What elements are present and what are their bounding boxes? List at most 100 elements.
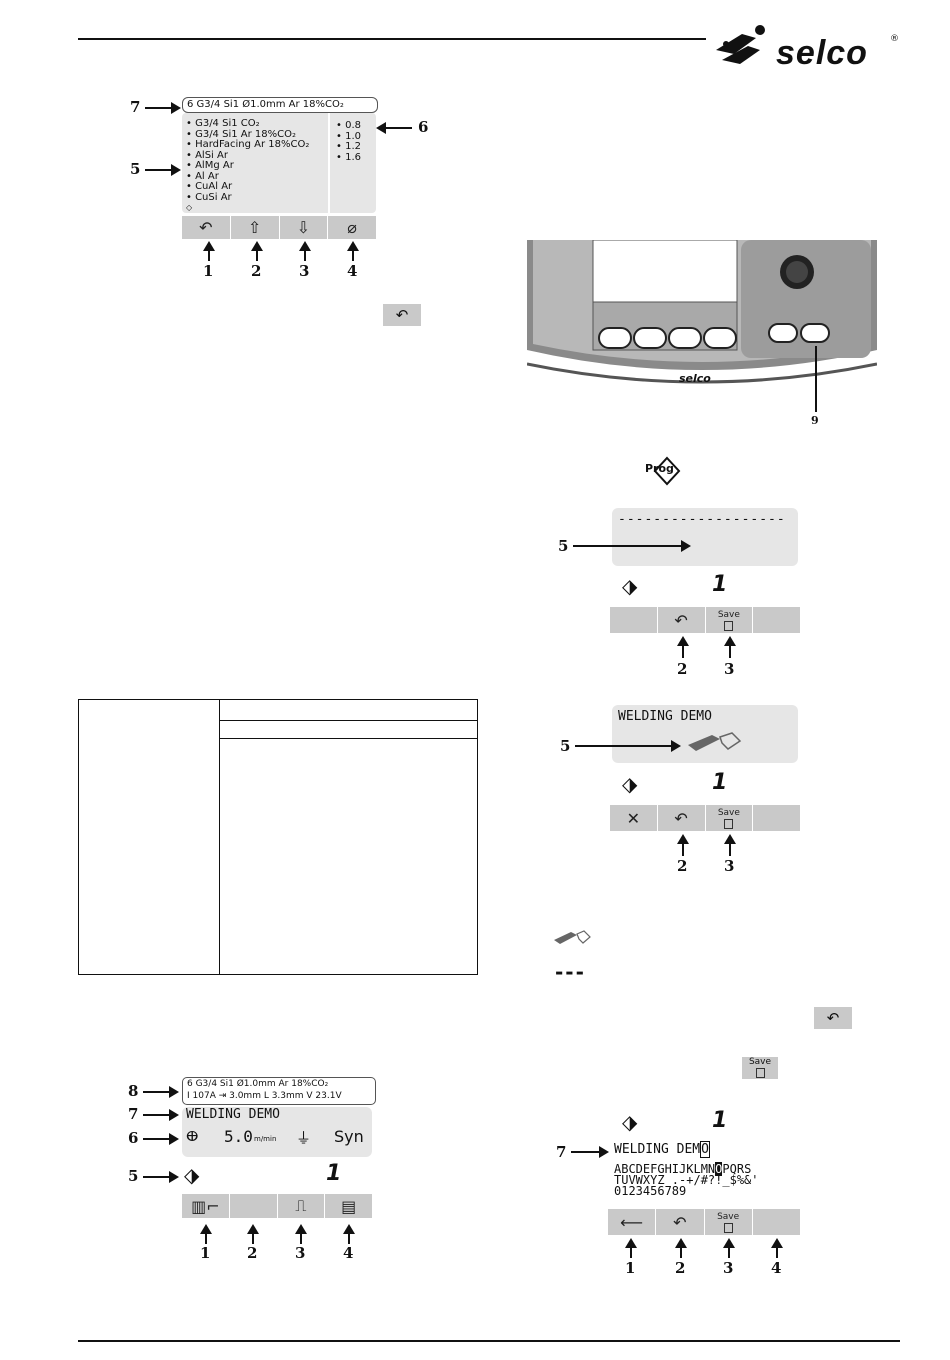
floppy-icon — [755, 1068, 765, 1078]
job-name: WELDING DEMO — [618, 709, 712, 724]
diameter-item[interactable]: • 0.8 — [336, 120, 361, 131]
inline-back-icon: ↶ — [383, 304, 421, 326]
key-4-arrow — [347, 241, 359, 261]
diameter-item[interactable]: • 1.6 — [336, 151, 361, 163]
brand-name: selco — [776, 34, 868, 72]
backspace-icon[interactable]: ⟵ — [608, 1209, 657, 1235]
list-item[interactable]: • CuAl Ar — [186, 181, 233, 192]
memory-chip-icon — [686, 729, 742, 753]
key-number-4: 4 — [771, 1259, 782, 1277]
back-icon[interactable]: ↶ — [656, 1209, 705, 1235]
list-item[interactable]: • Al Ar — [186, 170, 219, 182]
table-column-divider — [219, 700, 220, 974]
inline-back-icon: ↶ — [814, 1007, 852, 1029]
program-icon: ⬗ — [622, 1110, 638, 1134]
name-entry[interactable]: WELDING DEMO — [614, 1141, 710, 1158]
floppy-icon — [724, 818, 734, 829]
lcd-list-panel — [182, 113, 376, 213]
key-number-3: 3 — [724, 857, 735, 875]
back-icon[interactable]: ↶ — [658, 607, 706, 633]
charset-row-2[interactable]: TUVWXYZ .-+/#?!_$%&' — [614, 1173, 759, 1187]
mode-label: Syn — [334, 1127, 364, 1146]
callout-7c-arrow — [571, 1146, 609, 1158]
lcd-empty-program: ------------------- — [612, 508, 798, 566]
callout-5b: 5 — [128, 1167, 139, 1185]
key-2-arrow — [247, 1224, 259, 1244]
callout-5c-arrow — [573, 540, 691, 552]
callout-5: 5 — [130, 160, 141, 178]
list-item[interactable]: • AlSi Ar — [186, 149, 228, 161]
softkey-bar: ✕ ↶ Save — [610, 805, 800, 831]
empty-softkey[interactable] — [230, 1194, 278, 1218]
key-number-2: 2 — [247, 1244, 258, 1262]
callout-6: 6 — [418, 118, 429, 136]
empty-softkey[interactable] — [753, 1209, 800, 1235]
header-rule — [78, 38, 706, 40]
save-button[interactable]: Save — [706, 805, 754, 831]
callout-6-arrow — [376, 122, 412, 134]
table-row-line-2 — [219, 738, 477, 739]
arrow-down-icon[interactable]: ⇩ — [280, 216, 329, 239]
callout-8-arrow — [143, 1086, 179, 1098]
lcd-header-box: 6 G3/4 Si1 Ø1.0mm Ar 18%CO₂ I 107A ⇥ 3.0… — [182, 1077, 376, 1105]
legend-memory-chip-icon — [553, 928, 591, 946]
list-item[interactable]: • G3/4 Si1 Ar 18%CO₂ — [186, 128, 296, 140]
key-3-arrow — [724, 636, 736, 658]
delete-icon[interactable]: ✕ — [610, 805, 658, 831]
program-number: 1 — [712, 770, 728, 795]
list-item[interactable]: • G3/4 Si1 CO₂ — [186, 118, 260, 129]
diameter-icon[interactable]: ⌀ — [347, 218, 357, 237]
empty-table — [78, 699, 478, 975]
process-icon[interactable]: ▥⌐ — [182, 1194, 230, 1218]
diameter-item[interactable]: • 1.2 — [336, 141, 361, 152]
empty-name-dashes: ------------------- — [618, 512, 786, 527]
callout-7b: 7 — [128, 1105, 139, 1123]
list-item[interactable]: • CuSi Ar — [186, 191, 232, 203]
save-button[interactable]: Save — [706, 607, 754, 633]
list-item[interactable]: • HardFacing Ar 18%CO₂ — [186, 139, 310, 150]
key-number-1: 1 — [625, 1259, 636, 1277]
header-line-1: 6 G3/4 Si1 Ø1.0mm Ar 18%CO₂ — [187, 1079, 329, 1089]
charset-row-1[interactable]: ABCDEFGHIJKLMNOPQRS — [614, 1162, 752, 1176]
back-icon[interactable]: ↶ — [182, 216, 231, 239]
callout-6b-arrow — [143, 1133, 179, 1145]
registered-mark: ® — [890, 34, 899, 44]
list-item[interactable]: • AlMg Ar — [186, 160, 234, 171]
key-number-3: 3 — [723, 1259, 734, 1277]
key-number-4: 4 — [347, 262, 358, 280]
key-2-arrow — [677, 834, 689, 856]
charset-row-3[interactable]: 0123456789 — [614, 1184, 687, 1198]
key-number-2: 2 — [677, 857, 688, 875]
callout-7b-arrow — [143, 1109, 179, 1121]
softkey-bar: ↶ Save — [610, 607, 800, 633]
softkey-bar: ▥⌐ ⎍ ▤ — [182, 1194, 372, 1218]
selco-logo: selco ® — [712, 20, 902, 72]
charset-selected[interactable]: O — [715, 1162, 723, 1176]
wire-feed-icon: ⴲ — [186, 1129, 199, 1145]
table-row-line-1 — [219, 720, 477, 721]
diameter-item[interactable]: • 1.0 — [336, 130, 361, 142]
program-icon: ⬗ — [622, 772, 638, 796]
callout-7-arrow — [145, 102, 181, 114]
empty-softkey[interactable] — [753, 805, 800, 831]
empty-softkey[interactable] — [753, 607, 800, 633]
wire-speed-value: 5.0 — [224, 1127, 253, 1146]
key-1-arrow — [625, 1238, 637, 1258]
key-2-arrow — [675, 1238, 687, 1258]
callout-5c: 5 — [558, 537, 569, 555]
program-number: 1 — [712, 1108, 728, 1133]
panel-callout-9: 9 — [811, 414, 819, 427]
program-number: 1 — [712, 572, 728, 597]
program-icon: ⬗ — [622, 574, 638, 598]
name-entry-text: WELDING DEM — [614, 1142, 701, 1157]
save-label: Save — [717, 807, 740, 818]
empty-softkey[interactable] — [610, 607, 658, 633]
lcd-main-panel — [182, 1107, 372, 1157]
save-button[interactable]: Save — [705, 1209, 753, 1235]
key-number-2: 2 — [677, 660, 688, 678]
pulse-icon[interactable]: ⎍ — [278, 1194, 326, 1218]
menu-icon[interactable]: ▤ — [341, 1196, 357, 1216]
arrow-up-icon[interactable]: ⇧ — [231, 216, 280, 239]
lcd-demo-program: WELDING DEMO — [612, 705, 798, 763]
back-icon[interactable]: ↶ — [658, 805, 706, 831]
